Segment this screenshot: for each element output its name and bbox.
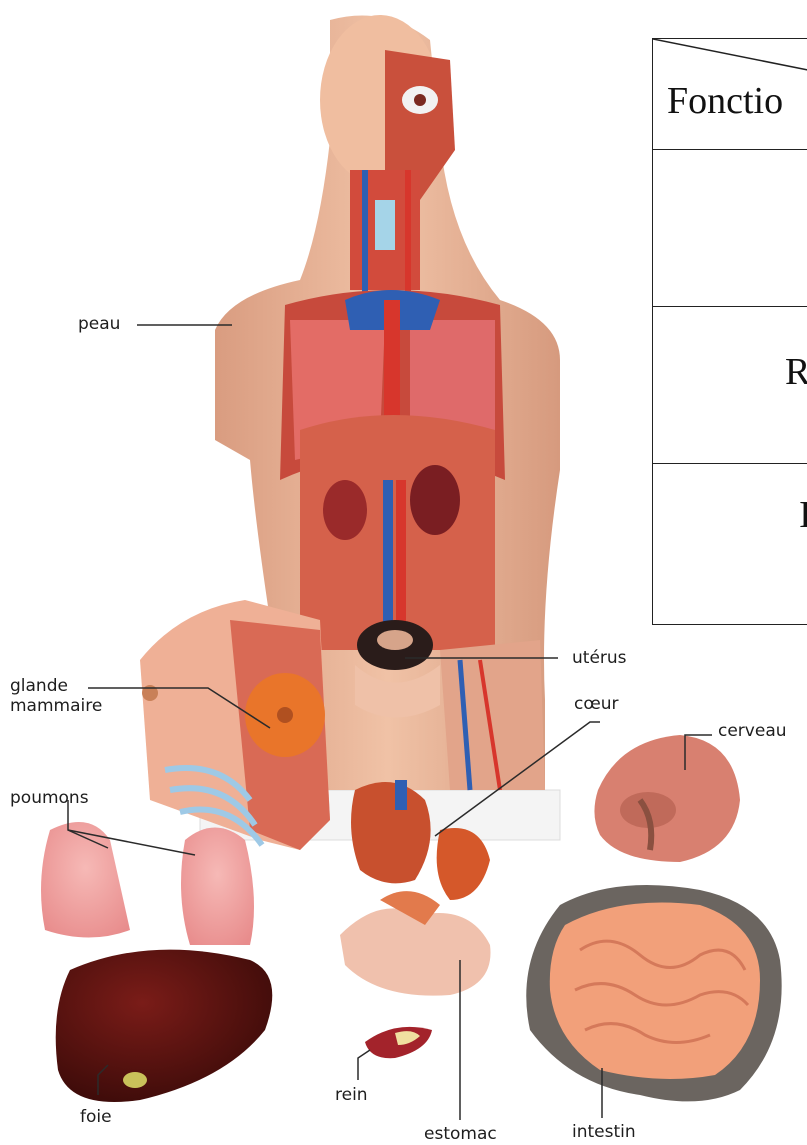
label-rein: rein — [335, 1085, 368, 1105]
stomach-model — [340, 891, 491, 996]
breast-ribcage-piece — [140, 600, 330, 850]
label-glande-line1: glande — [10, 676, 102, 696]
lungs-model — [41, 822, 254, 945]
label-coeur: cœur — [574, 694, 619, 714]
table-header-text: Fonctio — [667, 79, 783, 123]
brain-model — [594, 735, 740, 862]
label-poumons: poumons — [10, 788, 89, 808]
label-estomac: estomac — [424, 1124, 497, 1144]
label-glande-mammaire: glande mammaire — [10, 676, 102, 716]
table-row-2: R — [653, 306, 807, 464]
kidney-model — [365, 1027, 432, 1058]
label-uterus: utérus — [572, 648, 627, 668]
liver-model — [56, 950, 273, 1102]
table-row-header: Fonctio — [653, 39, 807, 150]
label-peau: peau — [78, 314, 120, 334]
label-foie: foie — [80, 1107, 112, 1127]
table-row-3: I — [653, 463, 807, 626]
functions-table: Fonctio R I — [652, 38, 807, 625]
label-intestin: intestin — [572, 1122, 636, 1142]
intestine-model — [526, 885, 781, 1101]
table-row-3-text: I — [799, 493, 807, 537]
label-cerveau: cerveau — [718, 721, 787, 741]
table-row-1 — [653, 149, 807, 307]
label-glande-line2: mammaire — [10, 696, 102, 716]
leader-rein — [358, 1050, 370, 1080]
table-row-2-text: R — [785, 350, 807, 394]
